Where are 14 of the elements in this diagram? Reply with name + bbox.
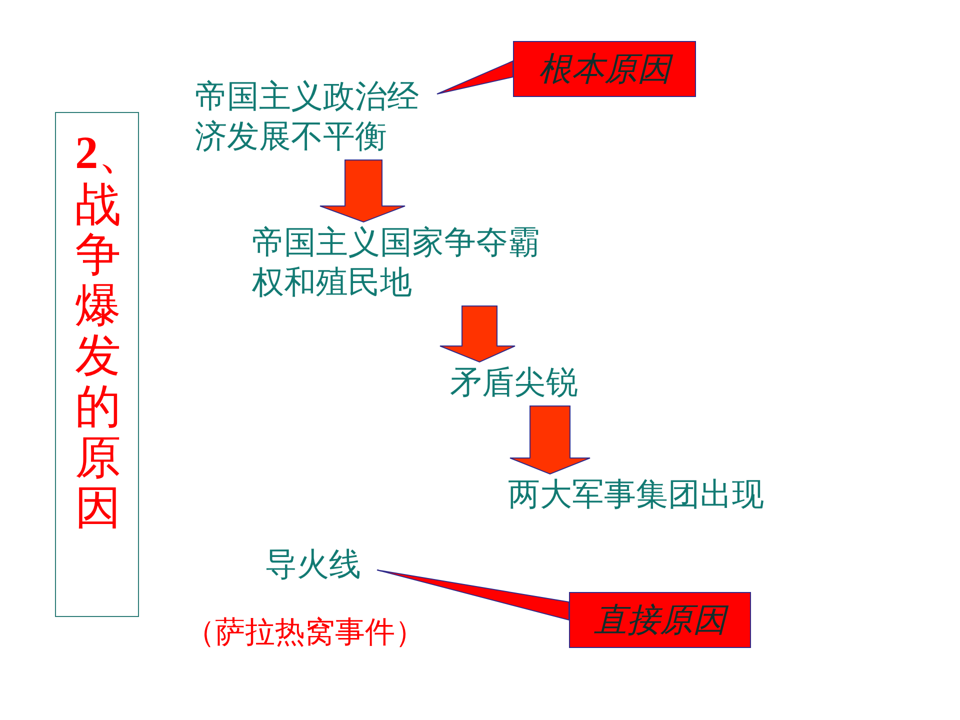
block-arrow — [320, 160, 406, 223]
callout-box: 直接原因 — [569, 592, 751, 648]
block-arrow — [510, 406, 590, 475]
cause-text: 帝国主义国家争夺霸权和殖民地 — [252, 222, 557, 302]
title-text: 2、战争爆发的原因 — [75, 127, 119, 533]
callout-pointer — [376, 570, 570, 621]
callout-pointer — [436, 60, 514, 94]
block-arrow — [440, 306, 516, 363]
note-text: （萨拉热窝事件） — [185, 614, 425, 652]
cause-text: 矛盾尖锐 — [450, 362, 600, 402]
title-box — [55, 112, 139, 617]
cause-text: 两大军事集团出现 — [508, 474, 808, 514]
cause-text: 导火线 — [265, 544, 377, 584]
cause-text: 帝国主义政治经济发展不平衡 — [195, 76, 435, 156]
